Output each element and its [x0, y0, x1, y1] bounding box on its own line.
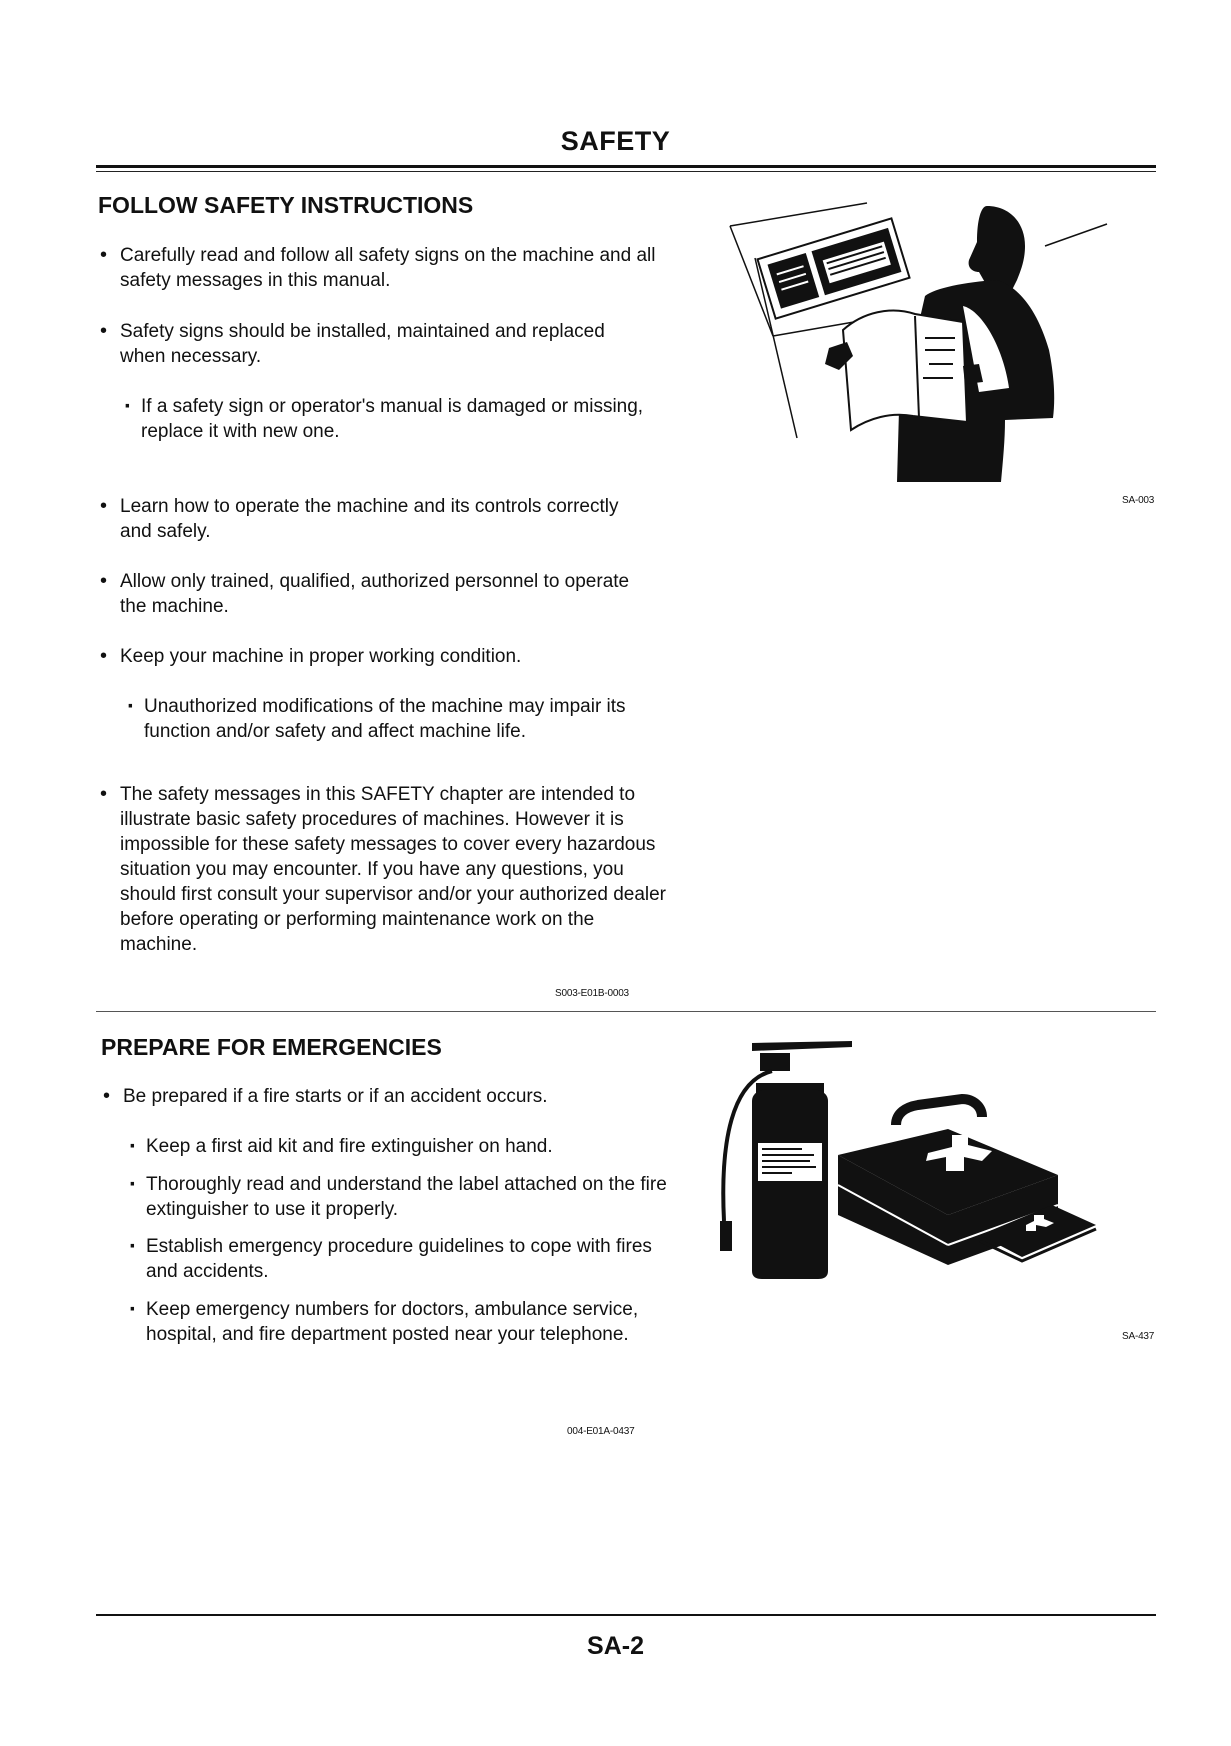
sub-list-item: If a safety sign or operator's manual is… — [121, 394, 651, 444]
list-item: Learn how to operate the machine and its… — [98, 494, 626, 544]
list-item: Safety signs should be installed, mainta… — [98, 319, 612, 369]
doc-code-emergencies: 004-E01A-0437 — [567, 1426, 635, 1437]
sub-list-item: Thoroughly read and understand the label… — [126, 1172, 676, 1222]
header-rule — [96, 165, 1156, 168]
section-heading-emergencies: PREPARE FOR EMERGENCIES — [101, 1034, 442, 1060]
section-divider — [96, 1011, 1156, 1012]
doc-code-follow: S003-E01B-0003 — [555, 988, 629, 999]
list-item: Allow only trained, qualified, authorize… — [98, 569, 650, 619]
page-title: SAFETY — [560, 126, 671, 156]
sub-list-item: Establish emergency procedure guidelines… — [126, 1234, 666, 1284]
sub-list-item: Keep a first aid kit and fire extinguish… — [126, 1134, 676, 1159]
person-reading-manual-icon — [729, 202, 1108, 482]
header-rule-thin — [96, 171, 1156, 172]
figure-code-sa-437: SA-437 — [1122, 1331, 1155, 1342]
section-heading-follow: FOLLOW SAFETY INSTRUCTIONS — [98, 192, 474, 218]
sub-list-item: Keep emergency numbers for doctors, ambu… — [126, 1297, 676, 1347]
list-item: Keep your machine in proper working cond… — [98, 644, 680, 669]
figure-code-sa-003: SA-003 — [1122, 495, 1155, 506]
fire-extinguisher-first-aid-icon — [720, 1041, 1097, 1279]
list-item: Be prepared if a fire starts or if an ac… — [101, 1084, 683, 1109]
sub-list-item: Unauthorized modifications of the machin… — [124, 694, 674, 744]
list-item: The safety messages in this SAFETY chapt… — [98, 782, 674, 957]
footer-rule — [96, 1614, 1156, 1616]
list-item: Carefully read and follow all safety sig… — [98, 243, 672, 293]
page-number: SA-2 — [587, 1632, 644, 1660]
